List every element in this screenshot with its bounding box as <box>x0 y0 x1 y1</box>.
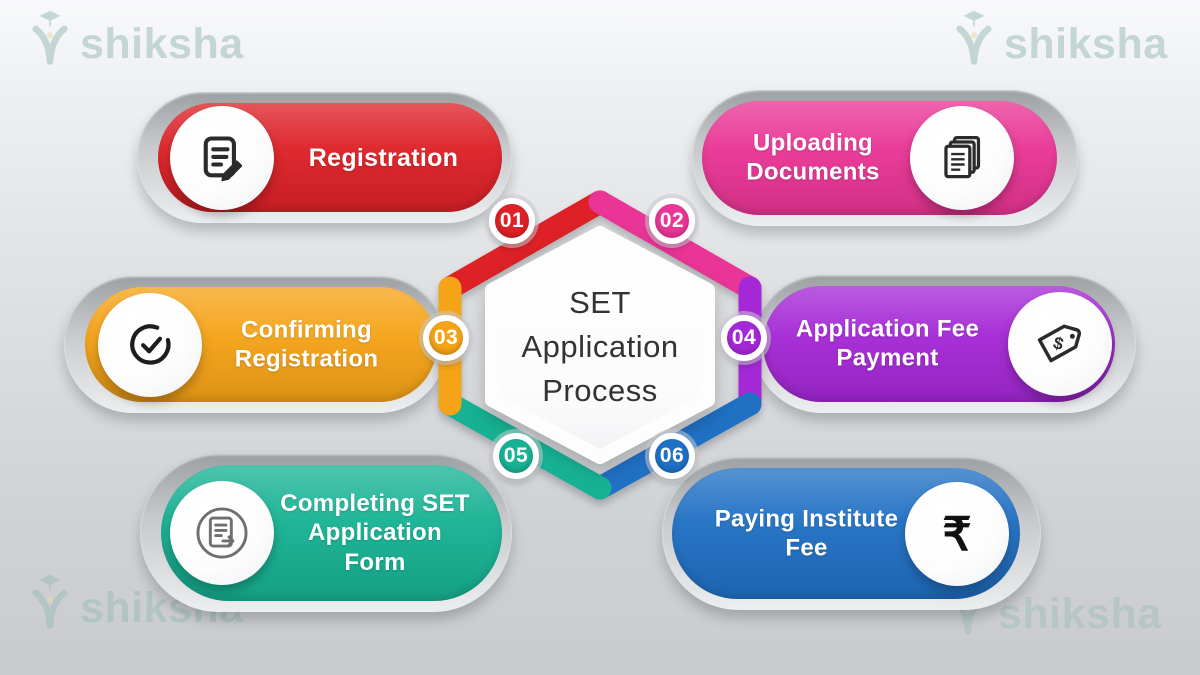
dollar-glyph: $ <box>1051 332 1066 354</box>
step-badge-06: 06 <box>649 433 695 479</box>
pill-completing-set-application-form: Completing SET Application Form <box>140 454 512 612</box>
process-title-line-3: Process <box>542 373 658 408</box>
registration-form-icon <box>203 135 243 181</box>
icon-circle <box>98 292 202 397</box>
shiksha-logo-icon <box>32 574 68 629</box>
pill-label-application-fee-payment: Application Fee Payment <box>795 315 980 372</box>
icon-circle <box>170 105 274 210</box>
step-badge-01: 01 <box>489 198 535 244</box>
step-number: 03 <box>433 326 459 349</box>
pill-uploading-documents: Uploading Documents <box>692 90 1078 226</box>
watermark-top-right: shiksha <box>948 6 1168 70</box>
form-document-icon <box>196 507 248 559</box>
process-title-line-2: Application <box>521 329 679 364</box>
step-badge-03: 03 <box>423 315 469 361</box>
process-title: SET Application Process <box>490 281 710 413</box>
documents-stack-icon <box>944 136 981 179</box>
step-number: 04 <box>731 326 757 349</box>
step-badge-02: 02 <box>649 198 695 244</box>
watermark-brand-text: shiksha <box>80 20 244 68</box>
price-tag-icon: $ <box>1037 324 1082 363</box>
shiksha-logo-icon <box>956 10 992 65</box>
step-number: 01 <box>499 209 525 232</box>
pill-label-uploading-documents: Uploading Documents <box>746 129 880 186</box>
pill-paying-institute-fee: ₹ Paying Institute Fee <box>662 457 1041 610</box>
pill-label-paying-institute-fee: Paying Institute Fee <box>714 505 899 562</box>
icon-circle: $ <box>1008 292 1112 396</box>
watermark-top-left: shiksha <box>24 6 244 70</box>
icon-circle: ₹ <box>905 481 1009 586</box>
process-title-line-1: SET <box>569 285 631 320</box>
pill-registration: Registration <box>137 92 512 223</box>
shiksha-logo-icon <box>32 10 68 65</box>
pill-confirming-registration: Confirming Registration <box>64 276 447 413</box>
pill-application-fee-payment: $ Application Fee Payment <box>753 275 1136 413</box>
icon-circle <box>910 106 1014 210</box>
pill-label-registration: Registration <box>308 143 459 172</box>
step-number: 06 <box>659 444 685 467</box>
watermark-brand-text: shiksha <box>998 590 1162 638</box>
pill-label-completing-set-application-form: Completing SET Application Form <box>280 490 470 576</box>
step-badge-04: 04 <box>721 315 767 361</box>
step-number: 02 <box>659 209 685 232</box>
step-number: 05 <box>503 444 529 467</box>
check-circle-icon <box>130 323 171 365</box>
rupee-icon: ₹ <box>942 507 972 560</box>
watermark-brand-text: shiksha <box>1004 20 1168 68</box>
step-badge-05: 05 <box>493 433 539 479</box>
icon-circle <box>170 481 274 585</box>
pill-label-confirming-registration: Confirming Registration <box>234 316 379 373</box>
